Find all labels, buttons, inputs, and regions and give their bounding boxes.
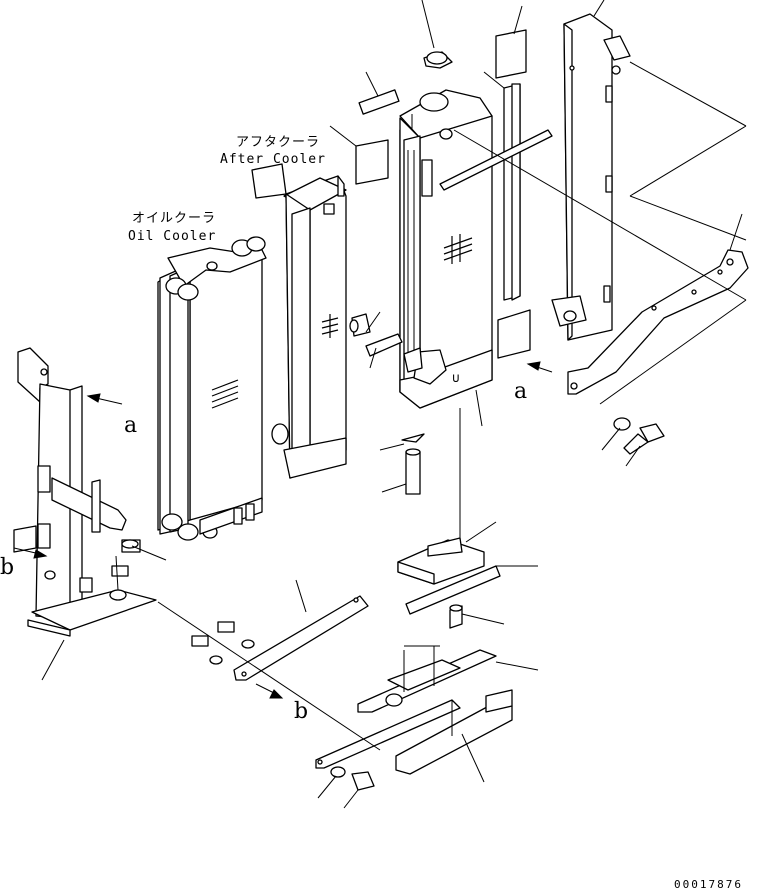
marker-a-left: a [124, 413, 137, 438]
svg-text:∪: ∪ [452, 371, 461, 386]
oil-cooler-label-jp: オイルクーラ [132, 211, 216, 226]
right-side-stay [567, 249, 749, 455]
right-shroud-panel [551, 13, 631, 341]
marker-b-bottom: b [294, 699, 308, 724]
drawing-number: 00017876 [674, 878, 743, 891]
lower-parts [191, 537, 513, 791]
oil-cooler: オイルクーラ Oil Cooler [128, 211, 267, 541]
after-cooler: アフタクーラ After Cooler [220, 135, 347, 479]
marker-a-right: a [514, 379, 527, 404]
marker-b-left: b [0, 555, 14, 580]
leader-lines [41, 0, 747, 809]
after-cooler-label-jp: アフタクーラ [236, 135, 320, 150]
oil-cooler-label-en: Oil Cooler [128, 229, 216, 244]
after-cooler-label-en: After Cooler [220, 152, 326, 167]
left-support-bracket [13, 347, 157, 637]
radiator: ∪ [349, 29, 553, 495]
view-arrows: a a b b [0, 361, 553, 724]
